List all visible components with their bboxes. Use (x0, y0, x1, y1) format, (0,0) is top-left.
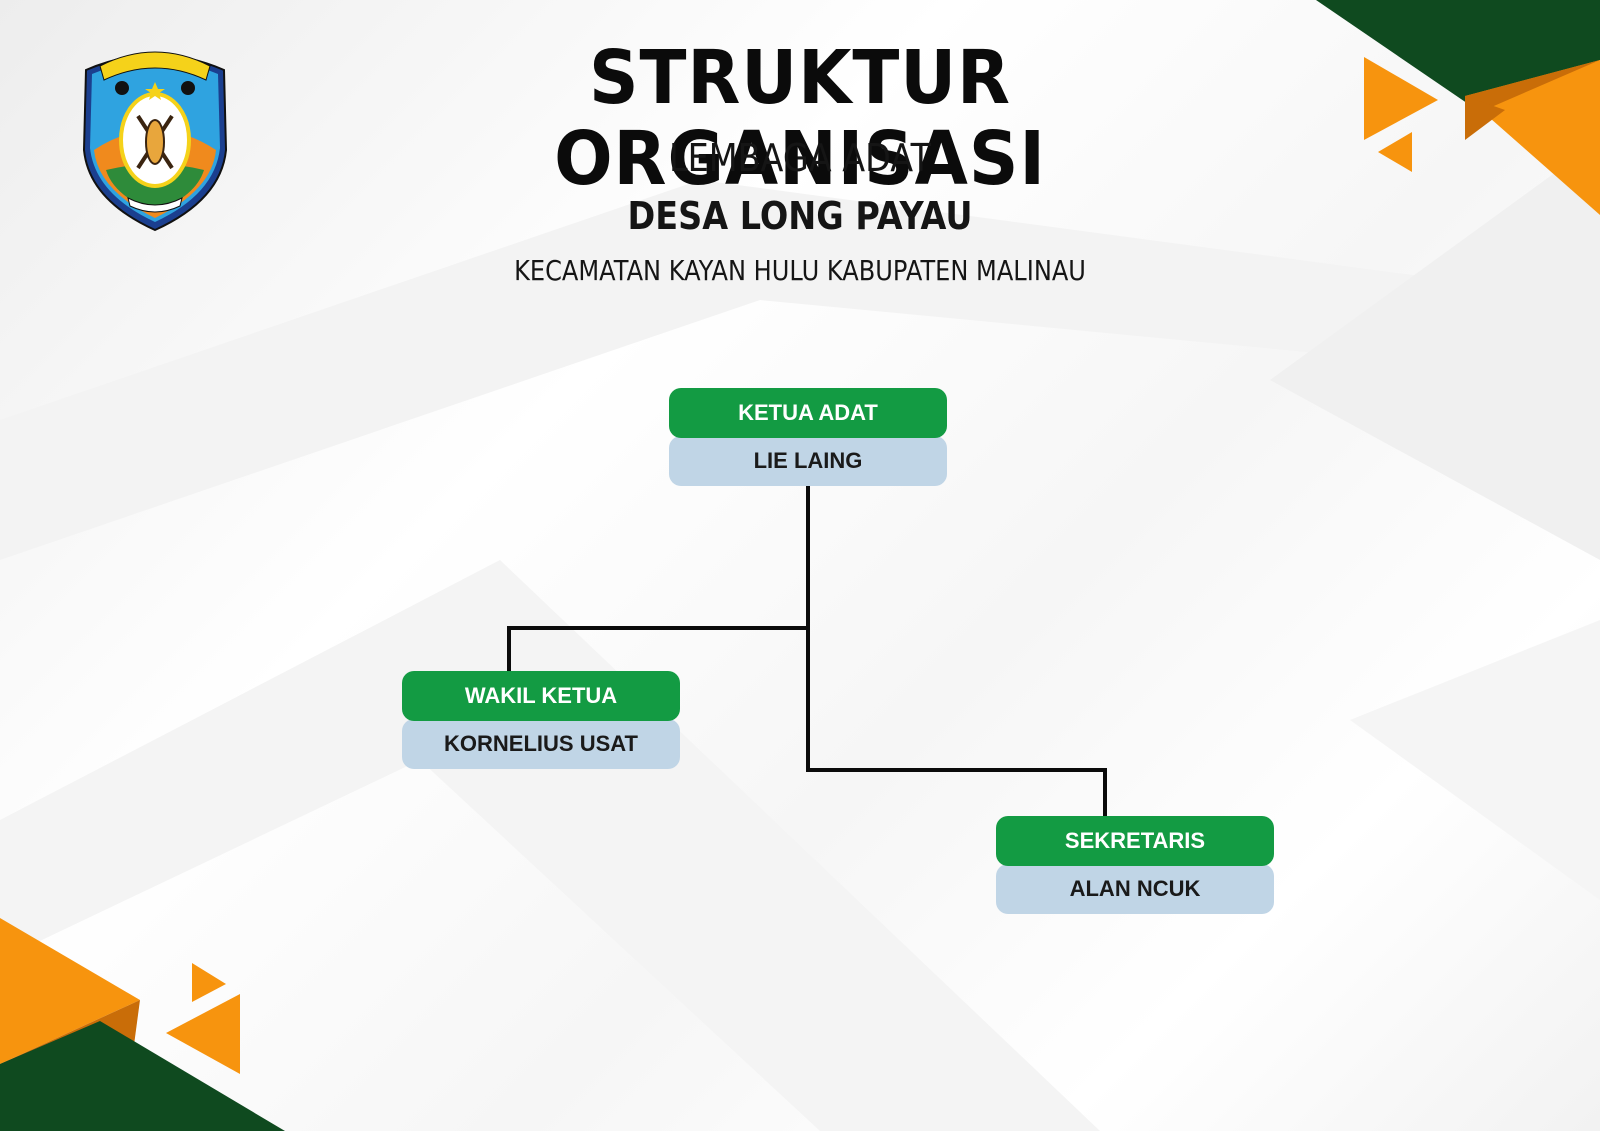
role-label-sekretaris: SEKRETARIS (996, 816, 1274, 866)
connector-ketua-sekretaris (806, 628, 1107, 816)
corner-bottom-left-orange (0, 918, 140, 1064)
corner-top-right-orange-fold (1465, 96, 1505, 140)
arrow-bottom-left-small (192, 963, 226, 1002)
emblem-shield-center (145, 119, 165, 165)
emblem-motto-ribbon (127, 197, 183, 213)
arrow-bottom-left-large (166, 994, 240, 1074)
arrow-top-right-large (1364, 57, 1438, 140)
role-label-ketua: KETUA ADAT (669, 388, 947, 438)
kabupaten-malinau-emblem (82, 51, 228, 232)
emblem-star-icon (145, 82, 165, 100)
corner-top-right-orange-shade (1465, 60, 1600, 112)
subtitle-kecamatan: KECAMATAN KAYAN HULU KABUPATEN MALINAU (514, 254, 1086, 287)
person-name-sekretaris: ALAN NCUK (996, 864, 1274, 914)
subtitle-desa: DESA LONG PAYAU (627, 194, 973, 238)
node-ketua-adat: KETUA ADAT LIE LAING (669, 388, 947, 486)
node-wakil-ketua: WAKIL KETUA KORNELIUS USAT (402, 671, 680, 769)
role-label-wakil: WAKIL KETUA (402, 671, 680, 721)
emblem-hornbill-left (115, 81, 129, 95)
person-name-ketua: LIE LAING (669, 436, 947, 486)
corner-bottom-left-green (0, 1021, 285, 1131)
page-title: STRUKTUR ORGANISASI (554, 35, 1046, 203)
emblem-banner (99, 51, 211, 81)
connector-ketua-wakil (507, 486, 810, 671)
bg-fold-2 (1270, 140, 1600, 560)
person-name-wakil: KORNELIUS USAT (402, 719, 680, 769)
bg-fold-1 (0, 180, 1600, 560)
subtitle-lembaga: LEMBAGA ADAT (668, 136, 931, 180)
emblem-hornbill-right (181, 81, 195, 95)
bg-fold-4 (1350, 620, 1600, 900)
node-sekretaris: SEKRETARIS ALAN NCUK (996, 816, 1274, 914)
arrow-top-right-small (1378, 132, 1412, 172)
bg-fold-3 (0, 560, 1100, 1131)
